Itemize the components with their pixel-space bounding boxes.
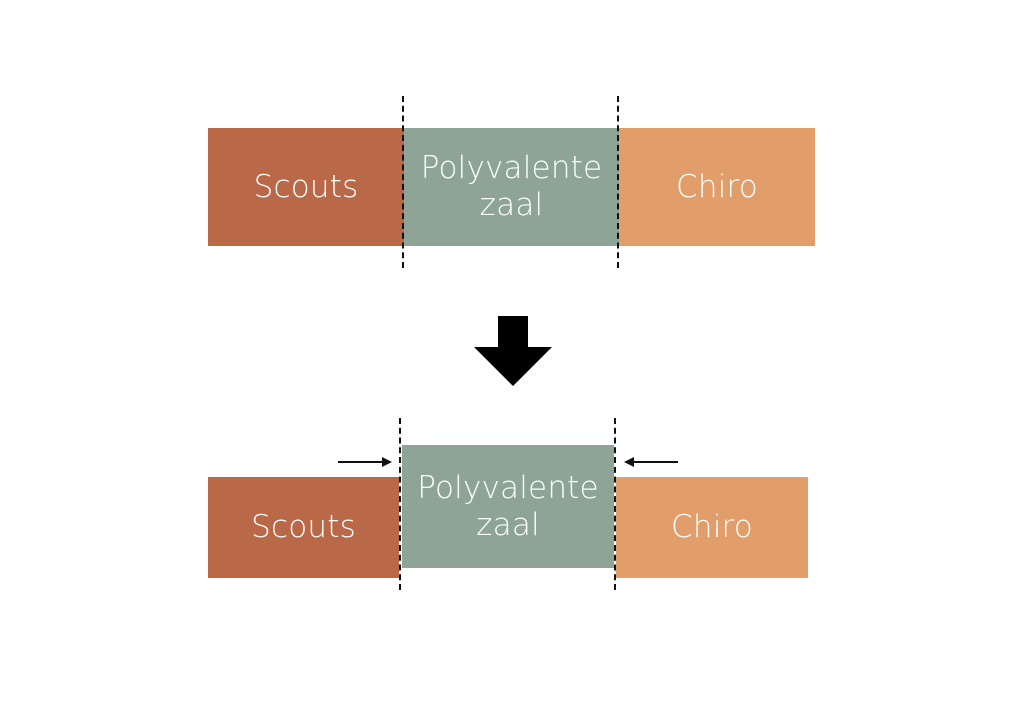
bottom-right-boundary-line [614, 418, 616, 590]
top-chiro-label: Chiro [676, 168, 758, 205]
bottom-polyvalente-block: Polyvalente zaal [402, 445, 614, 568]
right-arrow-icon [338, 457, 392, 467]
left-arrow-icon [624, 457, 678, 467]
bottom-left-boundary-line [399, 418, 401, 590]
top-scouts-block: Scouts [208, 128, 404, 246]
top-chiro-block: Chiro [619, 128, 815, 246]
bottom-polyvalente-line1: Polyvalente [417, 469, 599, 506]
down-arrow-icon [474, 316, 552, 386]
bottom-polyvalente-line2: zaal [476, 506, 540, 543]
bottom-scouts-block: Scouts [208, 477, 399, 578]
top-polyvalente-line2: zaal [479, 187, 544, 223]
bottom-chiro-label: Chiro [671, 509, 753, 545]
bottom-polyvalente-label: Polyvalente zaal [417, 470, 599, 544]
top-scouts-label: Scouts [253, 168, 359, 205]
bottom-chiro-block: Chiro [616, 477, 808, 578]
bottom-scouts-label: Scouts [251, 509, 356, 545]
top-polyvalente-block: Polyvalente zaal [404, 128, 619, 246]
top-right-boundary-line [617, 96, 619, 268]
top-polyvalente-line1: Polyvalente [420, 150, 603, 186]
top-polyvalente-label: Polyvalente zaal [421, 150, 603, 224]
top-left-boundary-line [402, 96, 404, 268]
